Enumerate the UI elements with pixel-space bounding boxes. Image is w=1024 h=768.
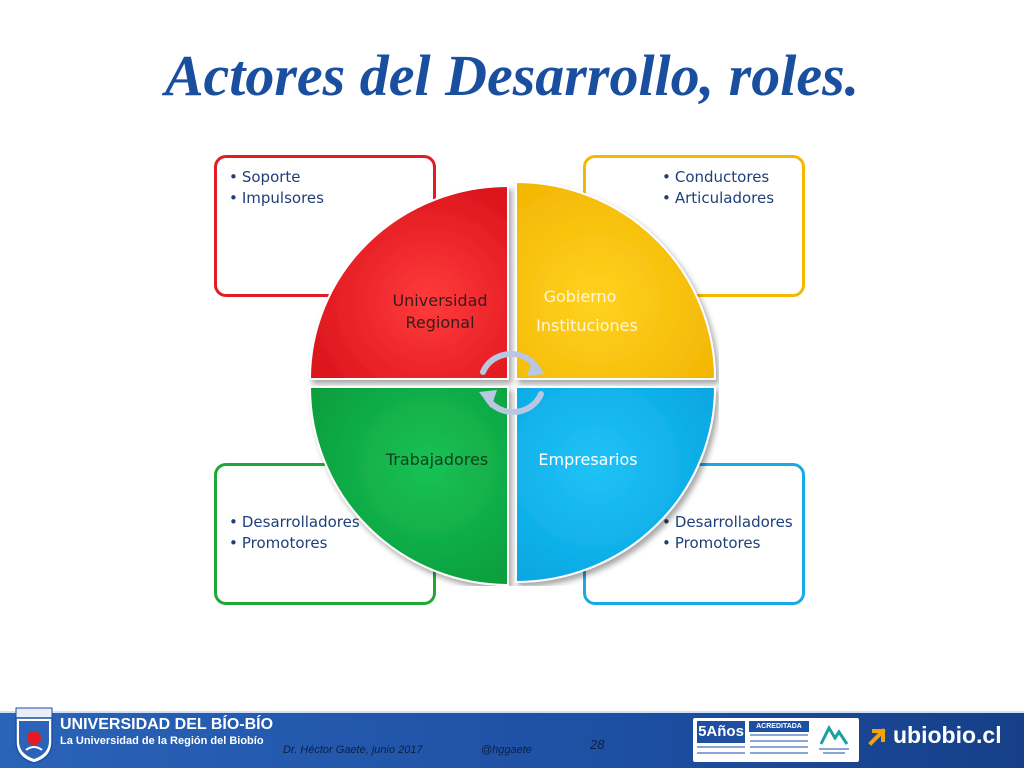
accreditation-label: ACREDITADA <box>749 721 809 732</box>
quadrant-label-empresarios: Empresarios <box>538 450 638 469</box>
role-item: Soporte <box>229 167 324 188</box>
cna-logo-icon <box>819 724 849 754</box>
university-crest-icon <box>15 707 53 764</box>
accreditation-details <box>750 734 808 758</box>
quadrant-label-instituciones: Instituciones <box>536 316 638 335</box>
arrow-head-icon <box>479 390 497 408</box>
website-arrow-icon <box>868 728 886 746</box>
label-line: Regional <box>405 313 475 332</box>
footer-strip <box>0 711 1024 714</box>
role-list: Conductores Articuladores <box>662 167 774 209</box>
accreditation-years: 5Años <box>697 721 745 743</box>
accreditation-dates <box>697 746 745 758</box>
quadrant-universidad <box>308 184 509 380</box>
university-name: UNIVERSIDAD DEL BÍO-BÍO <box>60 716 274 733</box>
quadrant-label-gobierno: Gobierno <box>543 287 617 306</box>
role-item: Impulsores <box>229 188 324 209</box>
accreditation-badge: 5Años ACREDITADA <box>693 718 859 762</box>
quadrant-label-universidad: Universidad Regional <box>380 290 500 334</box>
role-list: Desarrolladores Promotores <box>229 512 360 554</box>
quadrant-empresarios <box>515 386 717 584</box>
quadrant-label-trabajadores: Trabajadores <box>385 450 489 469</box>
role-item: Conductores <box>662 167 774 188</box>
twitter-handle: @hggaete <box>481 744 532 756</box>
quadrant-trabajadores <box>308 386 509 586</box>
role-item: Desarrolladores <box>662 512 793 533</box>
role-list: Desarrolladores Promotores <box>662 512 793 554</box>
role-list: Soporte Impulsores <box>229 167 324 209</box>
website-link[interactable]: ubiobio.cl <box>893 722 1002 748</box>
arrow-head-icon <box>527 358 545 376</box>
role-item: Promotores <box>662 533 793 554</box>
role-item: Promotores <box>229 533 360 554</box>
label-line: Universidad <box>392 291 488 310</box>
page-number: 28 <box>590 737 605 752</box>
slide-title: Actores del Desarrollo, roles. <box>164 43 860 108</box>
university-tagline: La Universidad de la Región del Biobío <box>60 735 264 747</box>
author-credit: Dr. Héctor Gaete, junio 2017 <box>283 744 423 756</box>
actors-quadrant-circle <box>308 180 717 586</box>
role-item: Articuladores <box>662 188 774 209</box>
role-item: Desarrolladores <box>229 512 360 533</box>
quadrant-gobierno <box>515 180 717 380</box>
